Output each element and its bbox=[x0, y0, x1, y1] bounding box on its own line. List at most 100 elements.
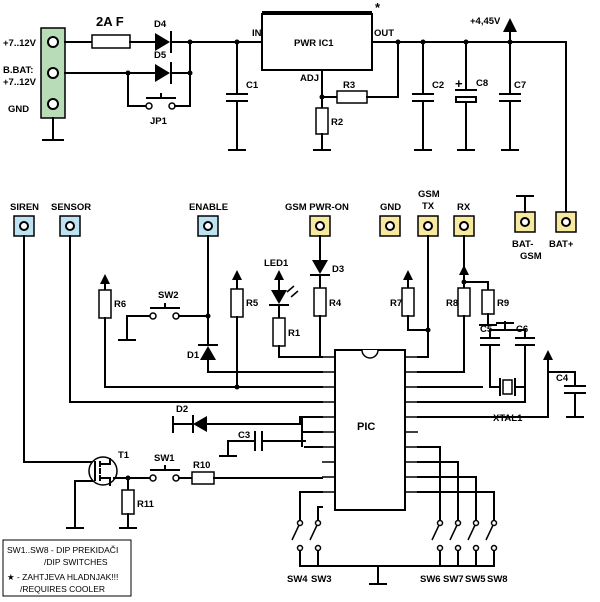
xtal1-plates bbox=[499, 378, 516, 396]
label-in-12v: +7..12V bbox=[3, 38, 37, 49]
label-bbat-v: +7..12V bbox=[3, 77, 37, 88]
resistor-r2 bbox=[315, 107, 329, 135]
label-c8-plus: + bbox=[455, 76, 463, 91]
supply-arrow bbox=[232, 270, 242, 280]
connector-pin bbox=[65, 221, 75, 231]
resistor-r3 bbox=[336, 90, 368, 104]
connector-pin bbox=[385, 221, 395, 231]
sw2-contact-a bbox=[149, 312, 157, 320]
label-gsm-tx-1: GSM bbox=[418, 189, 440, 200]
supply-arrow bbox=[459, 265, 469, 275]
label-pwr-in: IN bbox=[252, 28, 262, 39]
wire bbox=[207, 359, 323, 373]
supply-arrow bbox=[274, 270, 284, 280]
wire bbox=[299, 550, 319, 567]
jp1-contact-a bbox=[145, 102, 153, 110]
label-d5: D5 bbox=[154, 50, 167, 61]
label-r9: R9 bbox=[497, 298, 509, 309]
label-gsm-tx-2: TX bbox=[422, 201, 435, 212]
dip-levers-left bbox=[291, 522, 319, 541]
supply-arrow bbox=[543, 350, 553, 360]
label-bat-plus: BAT+ bbox=[549, 239, 574, 250]
junction bbox=[187, 39, 193, 45]
fuse bbox=[91, 34, 131, 49]
pic-right-pins bbox=[405, 356, 418, 493]
label-r7: R7 bbox=[390, 298, 402, 309]
dip-contact bbox=[472, 519, 480, 527]
label-sw6: SW6 bbox=[420, 574, 441, 585]
label-gsm-pwr: GSM PWR-ON bbox=[285, 202, 349, 213]
legend-box bbox=[2, 539, 132, 597]
junction bbox=[395, 39, 401, 45]
connector-pin bbox=[561, 217, 571, 227]
label-r3: R3 bbox=[343, 80, 355, 91]
label-sensor: SENSOR bbox=[51, 202, 91, 213]
dip-contact bbox=[472, 544, 480, 552]
wire bbox=[439, 550, 495, 567]
label-r1: R1 bbox=[288, 328, 301, 339]
connector-pin bbox=[19, 221, 29, 231]
wire bbox=[170, 41, 191, 74]
connector-pin bbox=[315, 221, 325, 231]
wire bbox=[174, 72, 191, 107]
label-sw7: SW7 bbox=[443, 574, 464, 585]
wire bbox=[227, 440, 256, 455]
capacitor-c5 bbox=[480, 337, 500, 346]
capacitor-c1 bbox=[226, 93, 248, 102]
wire bbox=[463, 281, 489, 291]
wire bbox=[417, 371, 549, 418]
junction bbox=[234, 384, 240, 390]
junction bbox=[187, 70, 193, 76]
wire bbox=[417, 461, 459, 521]
label-pic: PIC bbox=[357, 421, 375, 433]
dip-contact bbox=[296, 544, 304, 552]
label-d1: D1 bbox=[187, 350, 200, 361]
t1-terminals bbox=[99, 458, 111, 486]
resistor-r7 bbox=[401, 287, 415, 317]
wire bbox=[417, 386, 526, 403]
wire bbox=[417, 235, 429, 358]
legend-line-4: /REQUIRES COOLER bbox=[20, 584, 105, 594]
label-pwr-adj: ADJ bbox=[300, 73, 319, 84]
label-sw2: SW2 bbox=[158, 290, 179, 301]
capacitor-c7 bbox=[499, 93, 521, 102]
wire bbox=[417, 446, 441, 521]
label-c5: C5 bbox=[480, 324, 493, 335]
dip-contact bbox=[314, 519, 322, 527]
resistor-r6 bbox=[98, 289, 112, 319]
junction bbox=[125, 70, 131, 76]
wire bbox=[126, 315, 151, 339]
label-r10: R10 bbox=[193, 460, 210, 471]
label-rx: RX bbox=[457, 202, 471, 213]
connector-pin bbox=[203, 221, 213, 231]
resistor-r10 bbox=[191, 471, 215, 485]
diode-d5 bbox=[155, 64, 170, 82]
label-siren: SIREN bbox=[10, 202, 39, 213]
terminal-pin-bbat bbox=[47, 67, 59, 79]
legend-line-3: ★ - ZAHTJEVA HLADNJAK!!! bbox=[7, 572, 118, 582]
capacitor-c8-body bbox=[455, 96, 477, 103]
dip-levers-right bbox=[431, 522, 495, 541]
wire bbox=[317, 506, 323, 521]
label-sw3: SW3 bbox=[311, 574, 332, 585]
resistor-r8 bbox=[457, 287, 471, 317]
capacitor-c4 bbox=[564, 385, 586, 394]
label-fuse: 2A F bbox=[96, 14, 124, 29]
label-d2: D2 bbox=[176, 404, 188, 415]
label-c8: C8 bbox=[476, 78, 488, 89]
label-star: * bbox=[375, 0, 381, 15]
resistor-r11 bbox=[121, 489, 135, 515]
resistor-r4 bbox=[313, 287, 327, 317]
supply-arrow bbox=[100, 274, 110, 284]
label-c1: C1 bbox=[246, 80, 259, 91]
wire bbox=[366, 41, 399, 98]
pwr-ic1 bbox=[261, 13, 373, 71]
supply-arrow bbox=[403, 270, 413, 280]
dip-contact bbox=[490, 519, 498, 527]
xtal1-body bbox=[502, 379, 513, 395]
diode-d2 bbox=[193, 416, 207, 432]
pic-notch bbox=[361, 349, 379, 359]
label-r5: R5 bbox=[246, 298, 259, 309]
sw2-actuator bbox=[150, 303, 180, 309]
